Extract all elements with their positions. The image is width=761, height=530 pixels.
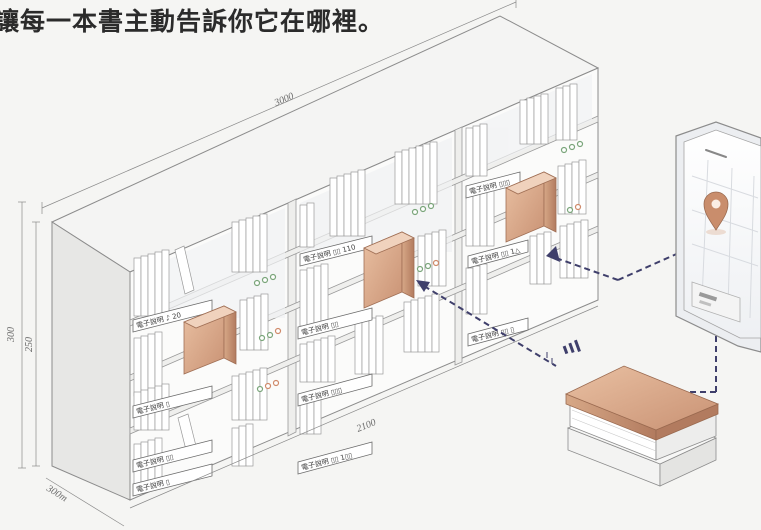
signal-bars-icon bbox=[546, 339, 581, 364]
location-pin-icon bbox=[703, 191, 729, 235]
dim-depth: 300m bbox=[44, 483, 70, 505]
dim-top-width: 3000 bbox=[272, 91, 296, 109]
smartphone-icon bbox=[675, 121, 761, 353]
status-indicators bbox=[253, 140, 584, 393]
highlighted-book-3 bbox=[505, 171, 557, 243]
headline: 讓每一本書主動告訴你它在哪裡。 bbox=[0, 7, 385, 36]
book-stack-icon bbox=[565, 365, 720, 487]
dim-bottom-width: 2100 bbox=[355, 417, 378, 435]
shelf-tag-11: 電子說明 ▯▯ 1▯▯ bbox=[300, 451, 353, 472]
dim-height-outer: 300 bbox=[6, 327, 17, 343]
dim-height-inner: 250 bbox=[24, 337, 35, 352]
highlighted-book-2 bbox=[363, 231, 415, 309]
dimension-lines bbox=[18, 0, 599, 527]
highlighted-book-1 bbox=[183, 305, 237, 375]
bookshelf: 電子說明 ♪ 20 電子說明 ▯▯ 110 電子說明 ▯▯▯ 電子說明 ▯ 電子… bbox=[50, 15, 600, 501]
